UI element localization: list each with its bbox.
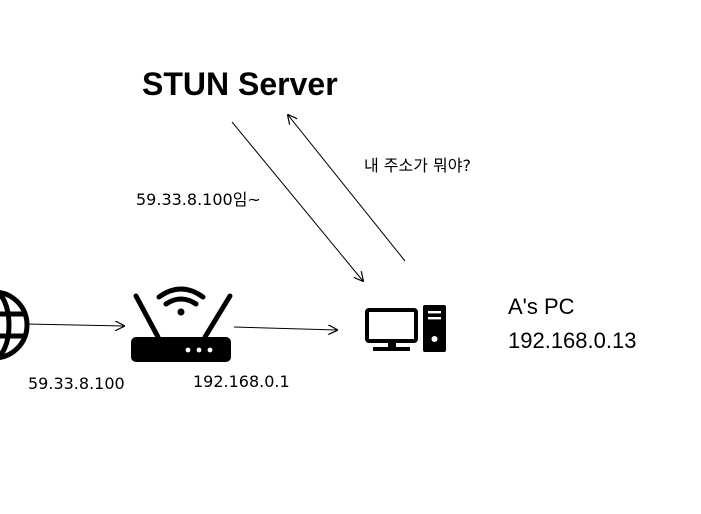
arrow-server-to-pc bbox=[231, 121, 363, 281]
router-ip-label: 192.168.0.1 bbox=[193, 372, 290, 391]
arrow-internet-to-router bbox=[25, 324, 124, 326]
request-label: 내 주소가 뭐야? bbox=[364, 156, 471, 175]
pc-ip-label: 192.168.0.13 bbox=[508, 328, 637, 353]
arrow-router-to-pc bbox=[233, 327, 337, 330]
arrow-pc-to-server bbox=[288, 115, 406, 262]
globe-icon bbox=[0, 290, 30, 360]
stun-server-title: STUN Server bbox=[142, 66, 338, 102]
pc-name-label: A's PC bbox=[508, 294, 575, 319]
wifi-router-icon bbox=[131, 286, 233, 362]
desktop-computer-icon bbox=[365, 305, 446, 352]
response-label: 59.33.8.100임~ bbox=[136, 190, 261, 209]
public-ip-label: 59.33.8.100 bbox=[28, 374, 125, 393]
